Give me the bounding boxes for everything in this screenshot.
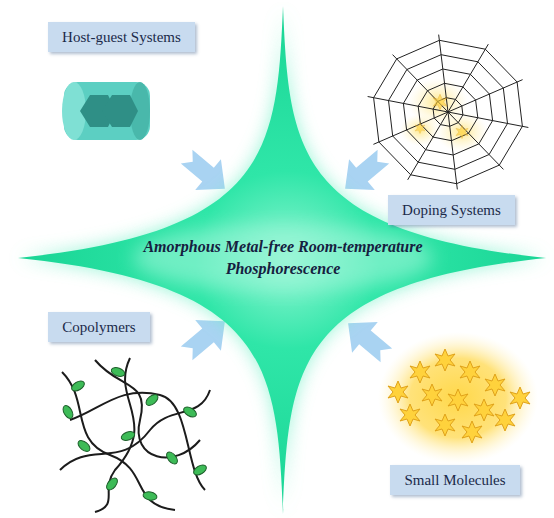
center-title: Amorphous Metal-free Room-temperature Ph… [138,236,428,280]
spider-web [368,35,529,190]
host-guest-cylinder [62,82,150,140]
copolymer-chains [60,358,210,512]
small-molecule-cluster [378,332,538,464]
category-label: Doping Systems [402,201,501,219]
luminescent-pendants [61,366,208,501]
category-label: Copolymers [62,318,136,336]
label-box: Doping Systems [388,195,515,225]
label-box: Copolymers [48,312,150,342]
label-box: Host-guest Systems [48,22,195,52]
label-box: Small Molecules [390,465,520,495]
category-label: Small Molecules [404,471,506,489]
category-label: Host-guest Systems [62,28,181,46]
